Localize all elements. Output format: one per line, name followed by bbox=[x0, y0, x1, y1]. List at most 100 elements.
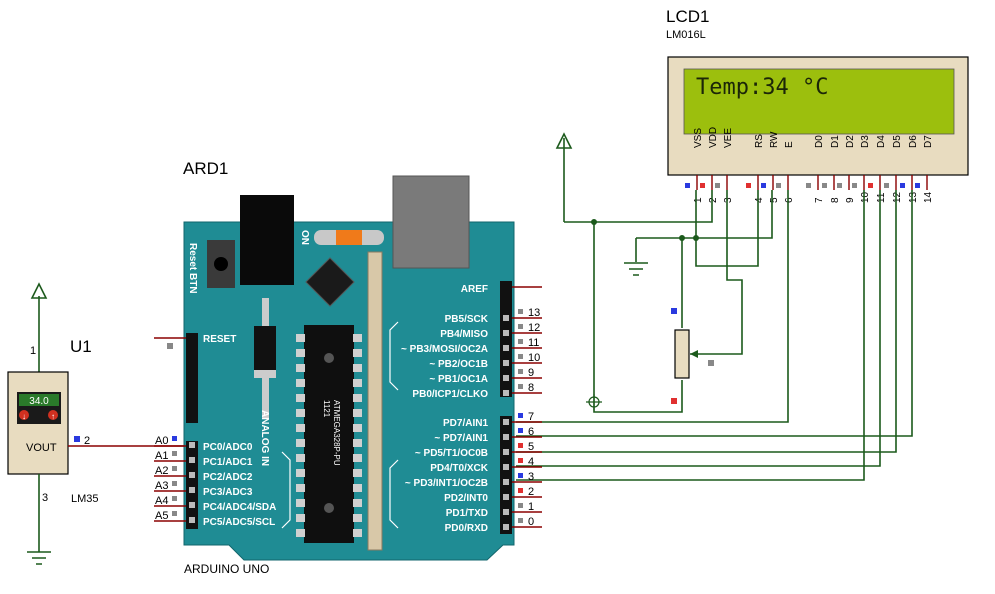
digital-header-bottom bbox=[500, 416, 512, 534]
d4-wire bbox=[516, 190, 865, 481]
lcd-pin-name: D4 bbox=[876, 135, 887, 148]
digital-pin-label: PB5/SCK bbox=[445, 314, 489, 325]
power-arrow-icon bbox=[30, 282, 48, 299]
crystal-chip bbox=[305, 257, 355, 307]
bracket bbox=[389, 321, 399, 391]
diode-lead bbox=[262, 378, 269, 418]
increment-button[interactable] bbox=[48, 410, 58, 420]
lcd-pin-name: D3 bbox=[860, 135, 871, 148]
lcd-pin-name: D5 bbox=[892, 135, 903, 148]
header-socket[interactable] bbox=[503, 509, 509, 515]
lcd-pin-name: VSS bbox=[693, 128, 704, 148]
reset-button-knob[interactable] bbox=[214, 257, 228, 271]
ground-icon bbox=[624, 262, 648, 276]
sensor-pin1: 1 bbox=[30, 345, 36, 357]
analog-pin-number: A3 bbox=[155, 480, 168, 492]
chip-leg bbox=[296, 514, 305, 522]
pin-marker bbox=[518, 324, 523, 329]
down-arrow-icon: ↓ bbox=[22, 412, 26, 421]
header-socket[interactable] bbox=[189, 487, 195, 493]
lcd-pin-number: 8 bbox=[830, 197, 841, 203]
header-socket[interactable] bbox=[503, 375, 509, 381]
header-socket[interactable] bbox=[503, 360, 509, 366]
pin-marker bbox=[518, 413, 523, 418]
chip-leg bbox=[296, 334, 305, 342]
pin-marker bbox=[518, 458, 523, 463]
pin-marker bbox=[685, 183, 690, 188]
pin-marker bbox=[837, 183, 842, 188]
e-wire bbox=[516, 190, 789, 423]
header-socket[interactable] bbox=[503, 524, 509, 530]
analog-pin-number: A4 bbox=[155, 495, 168, 507]
pin-marker bbox=[746, 183, 751, 188]
header-socket[interactable] bbox=[503, 390, 509, 396]
lcd-pin-group: VSS1VDD2VEE3RS4RW5E6D07D18D29D310D411D51… bbox=[685, 127, 934, 203]
wires bbox=[516, 132, 913, 481]
header-socket[interactable] bbox=[189, 472, 195, 478]
chip-leg bbox=[296, 484, 305, 492]
sensor-ref: U1 bbox=[70, 337, 92, 356]
digital-pin-number: 11 bbox=[528, 337, 539, 349]
pin-marker bbox=[518, 354, 523, 359]
analog-pin-label: PC4/ADC4/SDA bbox=[203, 502, 276, 513]
pin-marker bbox=[518, 369, 523, 374]
digital-pin-number: 8 bbox=[528, 382, 534, 394]
chip-leg bbox=[353, 334, 362, 342]
up-arrow-icon: ↑ bbox=[51, 412, 55, 421]
lcd-pin-number: 12 bbox=[892, 191, 903, 203]
chip-label: ATMEGA328P-PU bbox=[332, 400, 341, 466]
analog-in-label: ANALOG IN bbox=[259, 410, 270, 466]
d6-wire bbox=[516, 190, 897, 453]
chip-legs bbox=[296, 334, 362, 537]
digital-pin-label: ~ PD7/AIN1 bbox=[434, 433, 488, 444]
header-socket[interactable] bbox=[503, 464, 509, 470]
pin-marker bbox=[74, 436, 80, 442]
pin-marker bbox=[518, 503, 523, 508]
sensor-readout-bg bbox=[19, 394, 59, 406]
digital-pin-label: PD0/RXD bbox=[445, 523, 488, 534]
header-socket[interactable] bbox=[189, 502, 195, 508]
header-socket[interactable] bbox=[503, 479, 509, 485]
pin-marker bbox=[518, 488, 523, 493]
chip-leg bbox=[296, 364, 305, 372]
lcd-pin-number: 11 bbox=[876, 192, 887, 203]
lcd-screen bbox=[683, 68, 955, 135]
chip-leg bbox=[353, 469, 362, 477]
crosshair-icon bbox=[586, 394, 602, 410]
header-socket[interactable] bbox=[503, 315, 509, 321]
lcd-pin-number: 2 bbox=[708, 197, 719, 203]
usb-connector bbox=[392, 175, 470, 269]
pin-marker bbox=[172, 511, 177, 516]
header-socket[interactable] bbox=[503, 330, 509, 336]
bracket bbox=[389, 459, 399, 529]
header-socket[interactable] bbox=[503, 434, 509, 440]
header-strip bbox=[367, 251, 383, 551]
decrement-button[interactable] bbox=[19, 410, 29, 420]
header-socket[interactable] bbox=[503, 419, 509, 425]
header-socket[interactable] bbox=[189, 442, 195, 448]
header-socket[interactable] bbox=[503, 449, 509, 455]
analog-pin-label: PC5/ADC5/SCL bbox=[203, 517, 275, 528]
potentiometer[interactable] bbox=[674, 329, 690, 379]
lcd-pin-name: RW bbox=[769, 131, 780, 148]
pot-top-wire bbox=[593, 222, 683, 413]
header-socket[interactable] bbox=[503, 494, 509, 500]
header-socket[interactable] bbox=[189, 457, 195, 463]
header-socket[interactable] bbox=[503, 345, 509, 351]
chip-leg bbox=[296, 454, 305, 462]
power-jack bbox=[240, 195, 294, 285]
digital-pin-number: 4 bbox=[528, 456, 534, 468]
digital-pin-label: ~ PD5/T1/OC0B bbox=[415, 448, 488, 459]
chip-leg bbox=[353, 349, 362, 357]
gnd-bus-wire bbox=[636, 190, 773, 239]
digital-pin-number: 3 bbox=[528, 471, 534, 483]
analog-pin-number: A2 bbox=[155, 465, 168, 477]
pin-marker bbox=[822, 183, 827, 188]
aref-label: AREF bbox=[461, 284, 488, 295]
chip-leg bbox=[353, 409, 362, 417]
chip-leg bbox=[353, 499, 362, 507]
lcd-pin-name: D2 bbox=[845, 135, 856, 148]
header-socket[interactable] bbox=[189, 517, 195, 523]
lcd-pin-number: 5 bbox=[769, 197, 780, 203]
